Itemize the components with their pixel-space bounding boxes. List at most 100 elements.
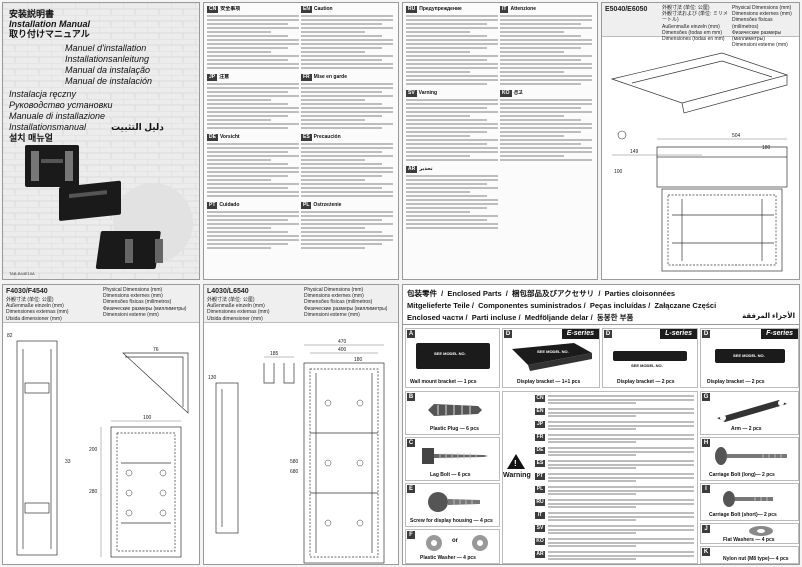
warning-text-line <box>548 454 636 456</box>
display-screw-icon <box>428 492 480 512</box>
enclosed-en: Enclosed Parts <box>447 289 502 298</box>
safety-text-line <box>207 123 299 125</box>
cover-title-pt: Manual da instalação <box>65 65 151 75</box>
safety-text-line <box>301 191 393 193</box>
safety-text-line <box>500 27 592 29</box>
safety-text-line <box>301 219 382 221</box>
f-dim-33: 33 <box>65 459 71 465</box>
safety-text-line <box>301 239 393 241</box>
safety-text-line <box>207 243 288 245</box>
safety-text-line <box>500 139 592 141</box>
safety-text-line <box>301 179 366 181</box>
cover-title-fr: Manuel d'installation <box>65 43 147 53</box>
part-f-caption: Plastic Washer — 4 pcs <box>420 555 476 561</box>
f-dim-280: 280 <box>89 489 98 495</box>
safety-text-line <box>406 211 471 213</box>
safety-text-line <box>207 91 288 93</box>
safety-lang-code: PT <box>207 202 218 209</box>
part-e-letter: E <box>407 485 415 493</box>
safety-text-line <box>207 55 299 57</box>
warning-text-line <box>548 486 694 488</box>
safety-text-line <box>500 63 592 65</box>
warning-text-line <box>548 467 636 469</box>
warning-icon <box>507 454 525 469</box>
l-dim-580: 580 <box>290 459 299 465</box>
l-dim-label-ru: Физические размеры (миллиметры) <box>304 305 388 312</box>
safety-heading: Mise en garde <box>313 74 348 80</box>
safety-heading: Caution <box>313 6 333 12</box>
plastic-plug-icon <box>428 404 482 416</box>
safety-lang-code: PL <box>301 202 312 209</box>
safety-heading: 安全事项 <box>220 6 241 12</box>
safety-text-line <box>301 215 393 217</box>
part-a-caption: Wall mount bracket — 1 pcs <box>410 379 477 385</box>
warning-text-line <box>548 437 694 440</box>
warning-label: Warning <box>503 472 531 479</box>
safety-text-line <box>406 31 471 33</box>
e-dim-label-ru: Физические размеры (миллиметры) <box>732 29 782 43</box>
carriage-bolt-short-icon <box>723 491 773 507</box>
safety-text-line <box>207 83 299 85</box>
e-dim-149: 149 <box>630 149 639 155</box>
part-h-cell: H Carriage Bolt (long)— 2 pcs <box>700 437 799 481</box>
safety-text-line <box>301 171 393 173</box>
f-dim-label-fr: Dimensions externes (mm) <box>103 293 163 300</box>
safety-text-line <box>207 171 299 173</box>
safety-heading: Varning <box>418 90 438 96</box>
f-dim-76: 76 <box>153 347 159 353</box>
safety-text-line <box>406 19 498 21</box>
part-j-cell: J Flat Washers — 4 pcs <box>700 523 799 544</box>
warning-text-line <box>548 525 694 527</box>
safety-text-line <box>301 51 366 53</box>
safety-text-line <box>301 35 382 37</box>
part-d-l-see-model: SEE MODEL NO. <box>631 363 663 368</box>
safety-text-line <box>406 179 498 181</box>
part-c-cell: C Lag Bolt — 6 pcs <box>405 437 500 481</box>
safety-text-line <box>500 155 565 157</box>
warning-text-line <box>548 395 694 397</box>
safety-text-line <box>406 135 471 137</box>
safety-text-line <box>207 119 272 121</box>
warning-row-sv: SV <box>535 524 694 537</box>
e-dim-label-fr: Dimensions externes (mm) <box>732 11 792 18</box>
warning-text-line <box>548 421 694 423</box>
cover-title-es: Manual de instalación <box>65 76 153 86</box>
safety-text-line <box>207 183 299 185</box>
safety-text-line <box>301 243 382 245</box>
safety-text-line <box>207 167 299 169</box>
l-dim-185: 185 <box>270 351 279 357</box>
safety-text-line <box>500 131 581 133</box>
part-a-cell: A SEE MODEL NO. Wall mount bracket — 1 p… <box>405 328 500 388</box>
e-dim-label-en: Physical Dimensions (mm) <box>732 5 792 11</box>
safety-text-line <box>500 71 565 73</box>
f-display-bracket-image <box>715 349 785 363</box>
l-dim-label-pt: Dimensões físicas (milímetros) <box>304 299 373 306</box>
safety-text-line <box>500 39 592 41</box>
warning-text-line <box>548 519 636 521</box>
e-series-tag: E-series <box>561 329 599 339</box>
enclosed-ru: Enclosed части <box>407 313 464 322</box>
safety-text-line <box>406 183 487 185</box>
l-dim-680: 680 <box>290 469 299 475</box>
warning-text-line <box>548 512 694 514</box>
cover-title-cn: 安装説明書 <box>9 9 55 19</box>
part-g-caption: Arm — 2 pcs <box>731 426 762 432</box>
f-dim-82: 82 <box>7 333 13 339</box>
warning-row-de: DE <box>535 446 694 459</box>
part-i-letter: I <box>702 485 710 493</box>
safety-text-line <box>207 159 272 161</box>
f-dim-label-de: Außenmaße einzeln (mm) <box>6 303 64 310</box>
warning-text-line <box>548 398 694 401</box>
warning-text-line <box>548 428 636 430</box>
safety-heading: تحذير <box>419 166 433 172</box>
safety-text-line <box>500 123 592 125</box>
cover-title-ru: Руководство установки <box>9 100 113 110</box>
safety-text-line <box>207 163 288 165</box>
safety-text-line <box>301 167 393 169</box>
safety-text-line <box>406 191 471 193</box>
safety-text-line <box>207 27 299 29</box>
